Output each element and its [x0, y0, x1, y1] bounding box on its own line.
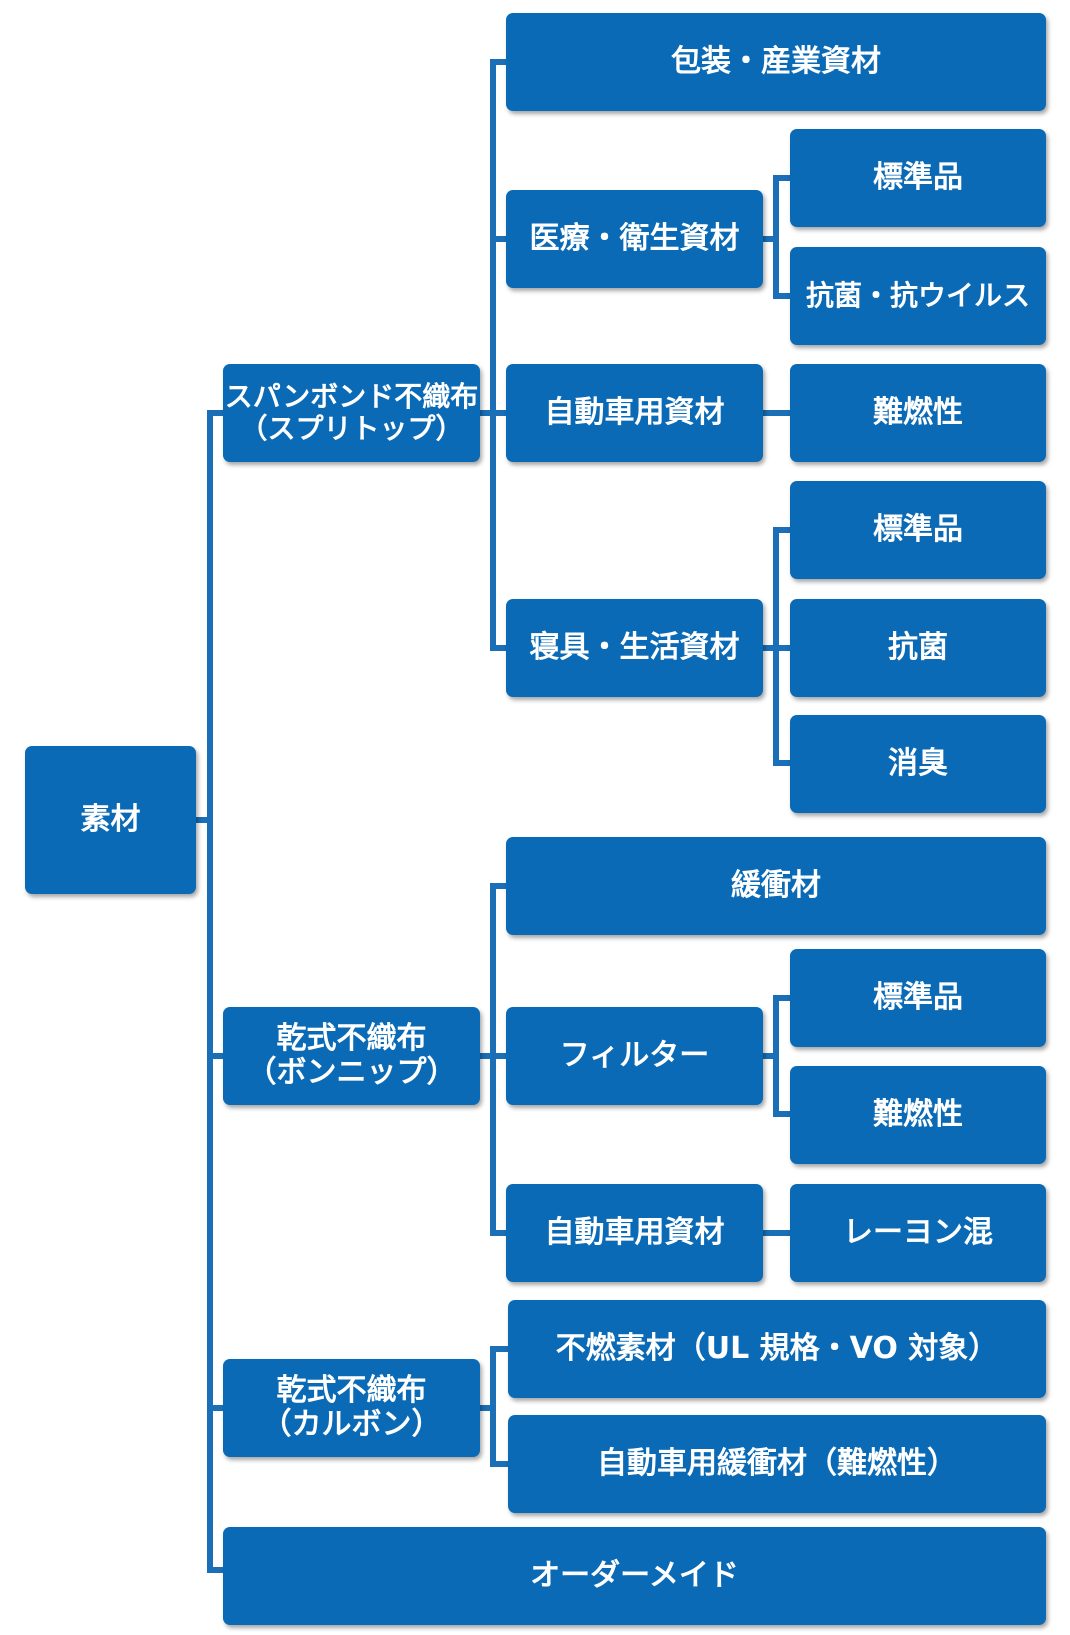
group-node-spunbond: スパンボンド不織布 （スプリトップ）	[223, 364, 480, 462]
group-label-line1: 乾式不織布	[276, 1372, 427, 1408]
category-node: 寝具・生活資材	[506, 599, 763, 697]
variant-label: 抗菌・抗ウイルス	[805, 278, 1030, 312]
group-node-custom: オーダーメイド	[223, 1527, 1046, 1625]
group-label-line1: 乾式不織布	[276, 1020, 427, 1056]
category-label: 自動車用資材	[544, 394, 725, 430]
category-label: 自動車用緩衝材（難燃性）	[597, 1445, 957, 1481]
category-node: 自動車用資材	[506, 1184, 763, 1282]
variant-node: 抗菌	[790, 599, 1046, 697]
group-node-carbon: 乾式不織布 （カルボン）	[223, 1359, 480, 1457]
variant-label: 難燃性	[873, 394, 963, 430]
variant-label: 抗菌	[888, 629, 948, 665]
variant-label: 標準品	[873, 159, 963, 195]
variant-label: 消臭	[888, 745, 948, 781]
group-label-line2: （カルボン）	[261, 1407, 442, 1442]
category-label: フィルター	[559, 1037, 710, 1073]
category-node: 自動車用緩衝材（難燃性）	[508, 1415, 1046, 1513]
variant-node: レーヨン混	[790, 1184, 1046, 1282]
group-label-line1: スパンボンド不織布	[224, 379, 479, 413]
root-node: 素材	[25, 746, 196, 894]
variant-node: 標準品	[790, 129, 1046, 227]
variant-label: 難燃性	[873, 1096, 963, 1132]
group-label-line2: （ボンニップ）	[246, 1055, 457, 1090]
category-node: 自動車用資材	[506, 364, 763, 462]
variant-node: 標準品	[790, 481, 1046, 579]
category-node: 包装・産業資材	[506, 13, 1046, 111]
variant-node: 標準品	[790, 949, 1046, 1047]
category-label: 自動車用資材	[544, 1214, 725, 1250]
variant-node: 難燃性	[790, 1066, 1046, 1164]
category-label: 緩衝材	[731, 867, 821, 903]
variant-node: 抗菌・抗ウイルス	[790, 247, 1046, 345]
category-label: 不燃素材（UL 規格・VO 対象）	[555, 1330, 999, 1366]
root-label: 素材	[80, 801, 141, 837]
variant-label: レーヨン混	[843, 1214, 993, 1250]
category-label: 医療・衛生資材	[529, 220, 740, 256]
category-node: 不燃素材（UL 規格・VO 対象）	[508, 1300, 1046, 1398]
category-node: 医療・衛生資材	[506, 190, 763, 288]
variant-label: 標準品	[873, 979, 963, 1015]
category-node: フィルター	[506, 1007, 763, 1105]
variant-node: 難燃性	[790, 364, 1046, 462]
category-label: 包装・産業資材	[671, 43, 881, 79]
category-node: 緩衝材	[506, 837, 1046, 935]
variant-label: 標準品	[873, 511, 963, 547]
category-label: 寝具・生活資材	[529, 629, 740, 665]
group-label: オーダーメイド	[530, 1557, 739, 1593]
group-label-line2: （スプリトップ）	[239, 412, 464, 445]
group-node-bonnip: 乾式不織布 （ボンニップ）	[223, 1007, 480, 1105]
variant-node: 消臭	[790, 715, 1046, 813]
